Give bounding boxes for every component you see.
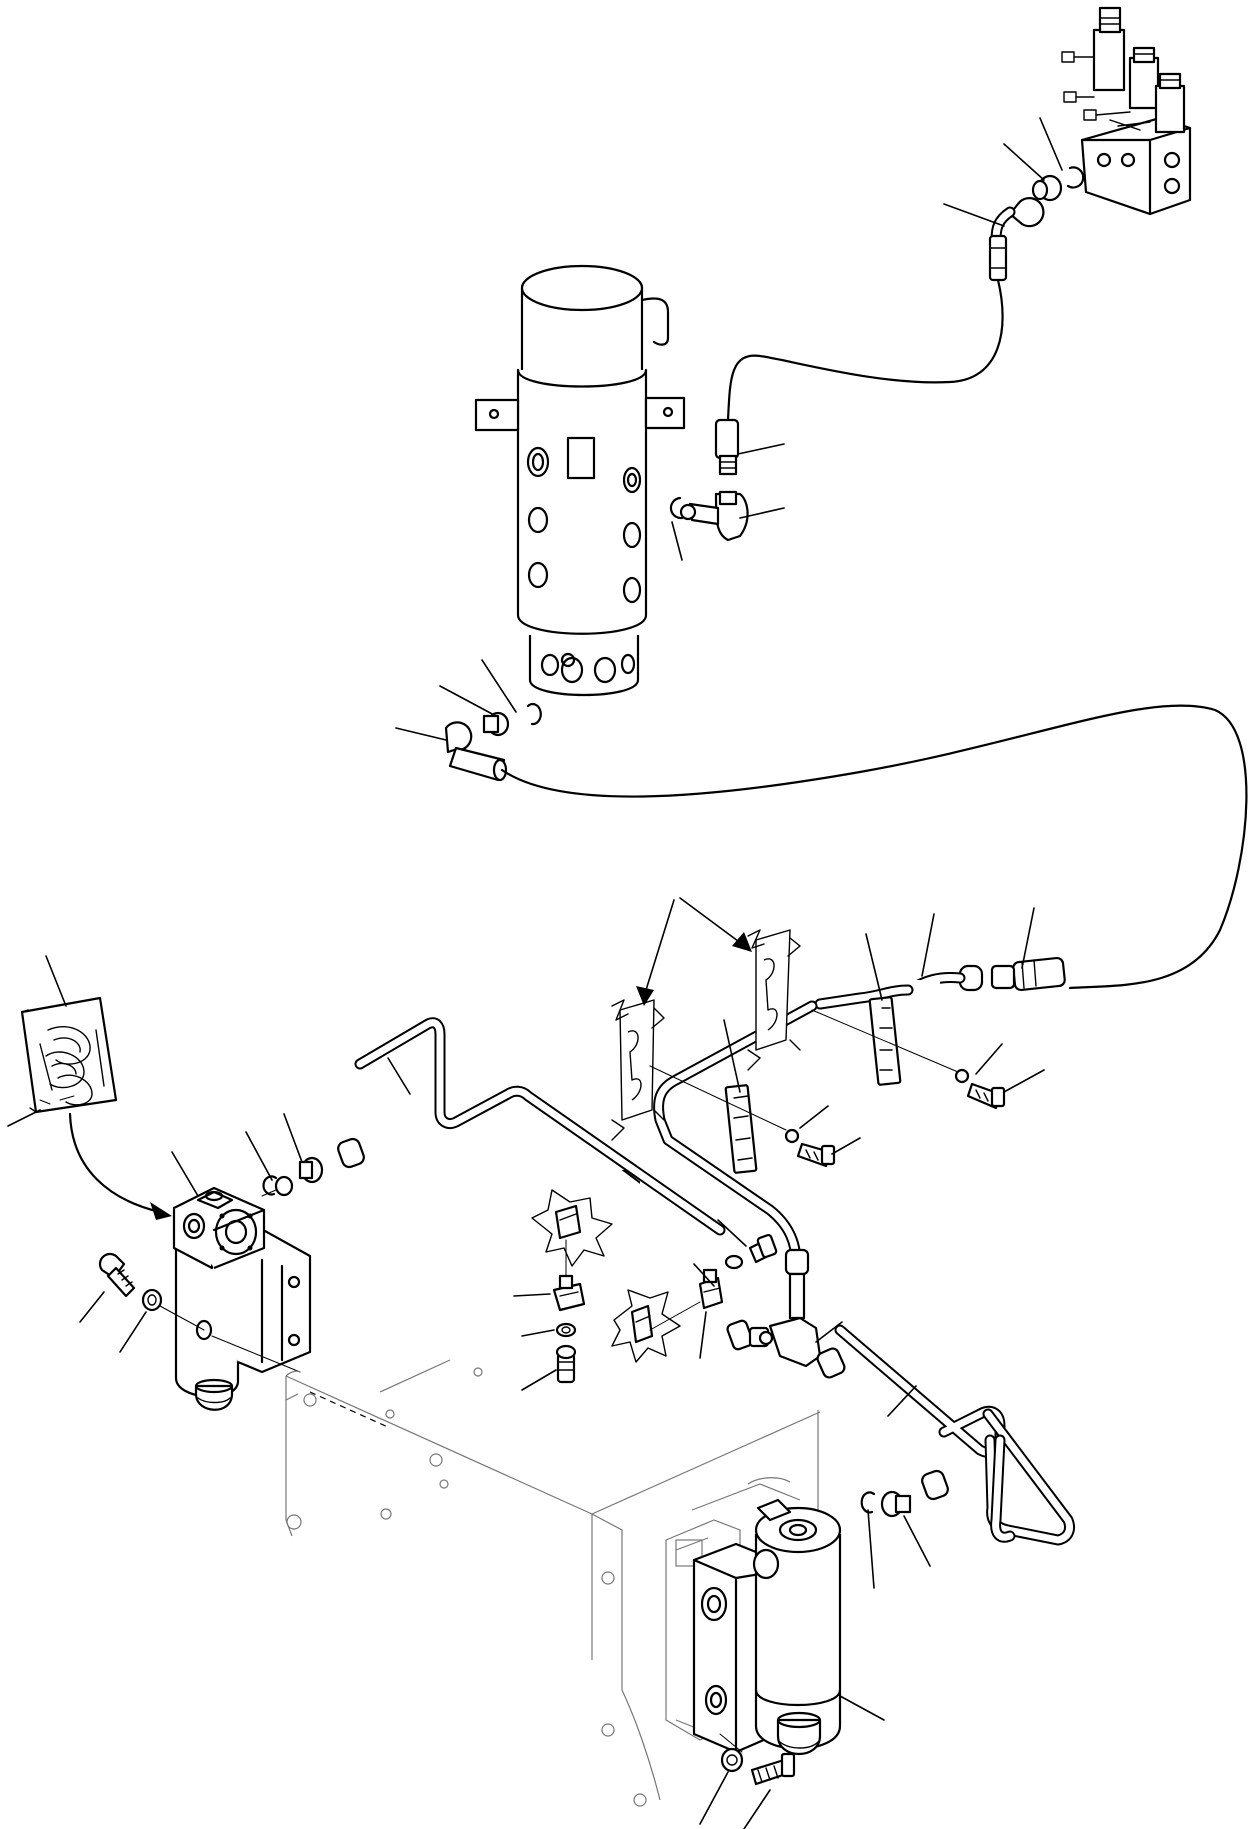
callout-leaders [7,117,1063,1829]
clamp-upper-right [747,929,1006,1110]
hose-upper [726,278,1004,422]
bolt-lower-filter [719,1733,796,1786]
elbow-fitting-top-right [988,166,1085,282]
fittings-left-valve [261,1137,365,1197]
clamp-small-a [552,1274,586,1384]
hose-loop [500,704,1248,990]
pipe-network [354,984,1076,1546]
elbow-fitting-center [669,418,749,542]
transmission-housing [285,1359,821,1807]
clamp-detail-inset-right [611,1289,701,1363]
repair-kit-bag [20,996,118,1114]
clamp-middle [611,999,836,1174]
elbow-fitting-lower-left [444,703,542,782]
filter-cylinder-center [474,264,686,697]
tee-fitting [726,1248,846,1379]
filter-cylinder-lower [692,1498,842,1756]
arrow-bag-to-valve [68,1112,172,1220]
valve-block-left [172,1186,312,1411]
bolt-left-valve [98,1252,301,1373]
solenoid-valve-assembly [1061,6,1192,216]
